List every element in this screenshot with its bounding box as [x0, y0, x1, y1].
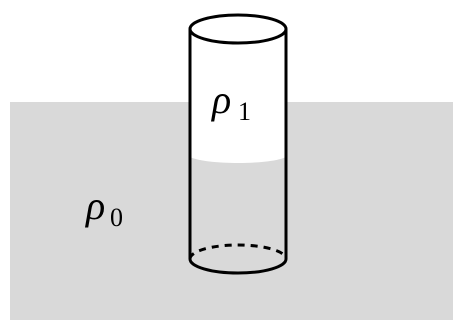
cylinder-bottom-back-arc — [188, 243, 288, 260]
outer-density-subscript: 0 — [110, 203, 123, 232]
cylinder-upper-fill — [190, 29, 286, 163]
outer-density-label: ρ 0 — [84, 183, 123, 232]
outer-density-symbol: ρ — [84, 183, 105, 228]
cylinder-density-subscript: 1 — [238, 97, 251, 126]
cylinder-top-ellipse — [188, 13, 288, 45]
cylinder-bottom-front-arc — [188, 258, 288, 275]
cylinder-density-symbol: ρ — [210, 77, 231, 122]
cylinder-density-label: ρ 1 — [210, 77, 251, 126]
